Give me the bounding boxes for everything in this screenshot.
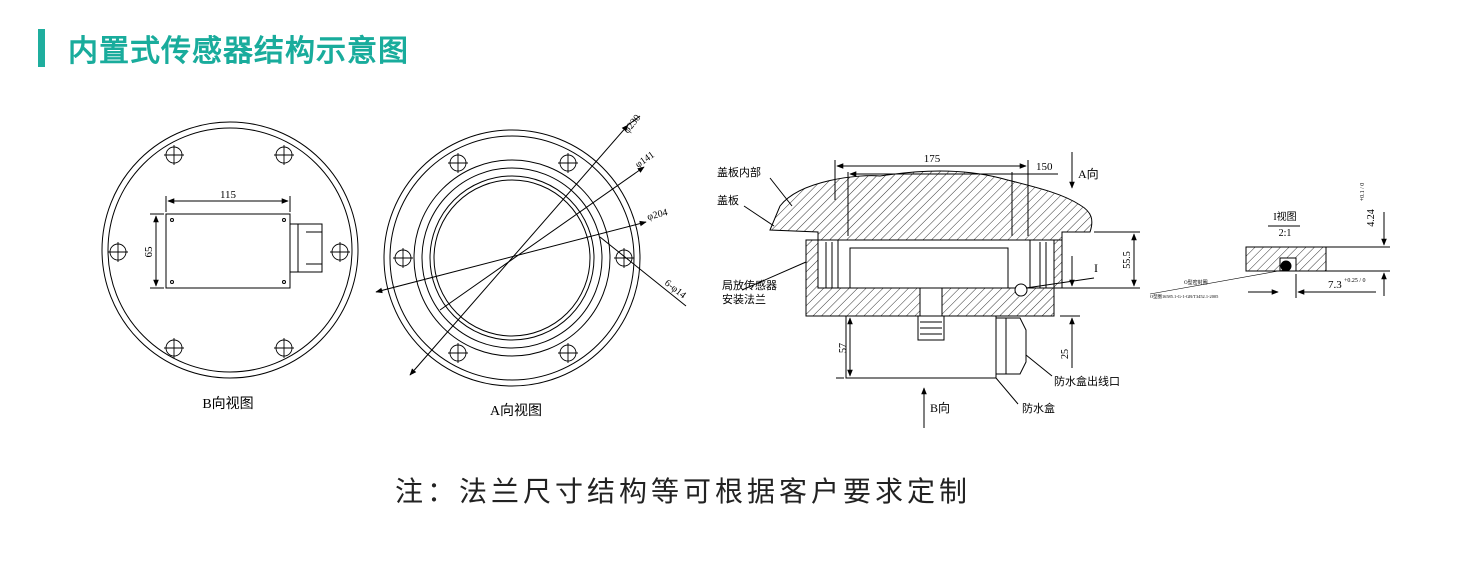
arrow-a-label: A向: [1078, 166, 1099, 181]
bolt-hole: [274, 145, 294, 165]
sensor-body: [849, 247, 1009, 289]
bolt-hole: [393, 248, 413, 268]
dim-424: 4.24: [1366, 209, 1377, 227]
dim-25: 25: [1060, 349, 1071, 359]
waterproof-box-outlet: [996, 317, 1027, 375]
detail-view: [1149, 212, 1390, 298]
title-accent-bar: [38, 29, 45, 67]
bolt-hole: [558, 343, 578, 363]
dim-115: 115: [220, 189, 237, 201]
detail-scale: 2:1: [1279, 228, 1292, 239]
label-outlet: 防水盒出线口: [1054, 374, 1120, 388]
oring-label: O型密封圈: [1184, 279, 1208, 286]
oring-spec: O型圈16585.1-G-1-GB/T3452.1-2005: [1150, 293, 1219, 300]
o-ring: [1280, 260, 1292, 272]
dim-73: 7.3: [1328, 279, 1342, 291]
label-cover-inner: 盖板内部: [717, 165, 761, 179]
dim-175: 175: [924, 153, 941, 165]
page-title: 内置式传感器结构示意图: [68, 34, 409, 69]
bolt-hole: [448, 153, 468, 173]
junction-box: [165, 213, 291, 289]
a-view: [375, 115, 687, 387]
dim-holes-leader: [599, 236, 687, 307]
label-cover: 盖板: [717, 193, 739, 207]
bolt-hole: [164, 145, 184, 165]
arrow-b-label: B向: [930, 400, 950, 415]
footnote: 注：法兰尺寸结构等可根据客户要求定制: [395, 475, 972, 508]
bolt-hole: [448, 343, 468, 363]
tol-73: +0.25 / 0: [1344, 278, 1366, 284]
a-view-caption: A向视图: [490, 403, 542, 419]
label-flange-2: 安装法兰: [722, 292, 766, 306]
bolt-hole: [558, 153, 578, 173]
mark-i: I: [1094, 261, 1098, 275]
dim-141-line: [439, 166, 645, 311]
detail-title: I视图: [1273, 210, 1296, 223]
b-view-caption: B向视图: [202, 396, 253, 412]
label-box: 防水盒: [1022, 401, 1055, 415]
dim-204-line: [375, 220, 647, 294]
section-view: [741, 152, 1140, 428]
b-view-bolt-holes: [108, 145, 350, 358]
b-view: [101, 121, 359, 379]
label-flange-1: 局放传感器: [722, 278, 777, 292]
waterproof-box: [845, 316, 997, 379]
b-view-inner-circle: [107, 127, 353, 373]
dim-204: φ204: [646, 207, 669, 223]
bolt-hole: [108, 242, 128, 262]
dim-65: 65: [143, 246, 155, 258]
cable-gland: [290, 223, 323, 273]
bolt-hole: [330, 242, 350, 262]
tol-424: +0.1 / 0: [1360, 183, 1366, 202]
bolt-hole: [274, 338, 294, 358]
bolt-hole: [164, 338, 184, 358]
dim-141: φ141: [633, 150, 656, 171]
dim-230-line: [409, 124, 629, 376]
dim-55: 55.5: [1122, 251, 1133, 269]
dim-57: 57: [838, 343, 849, 353]
o-ring-mark: [1014, 283, 1028, 297]
cover-plate: [769, 170, 1093, 241]
dim-150: 150: [1036, 161, 1053, 173]
b-view-outer-circle: [101, 121, 359, 379]
